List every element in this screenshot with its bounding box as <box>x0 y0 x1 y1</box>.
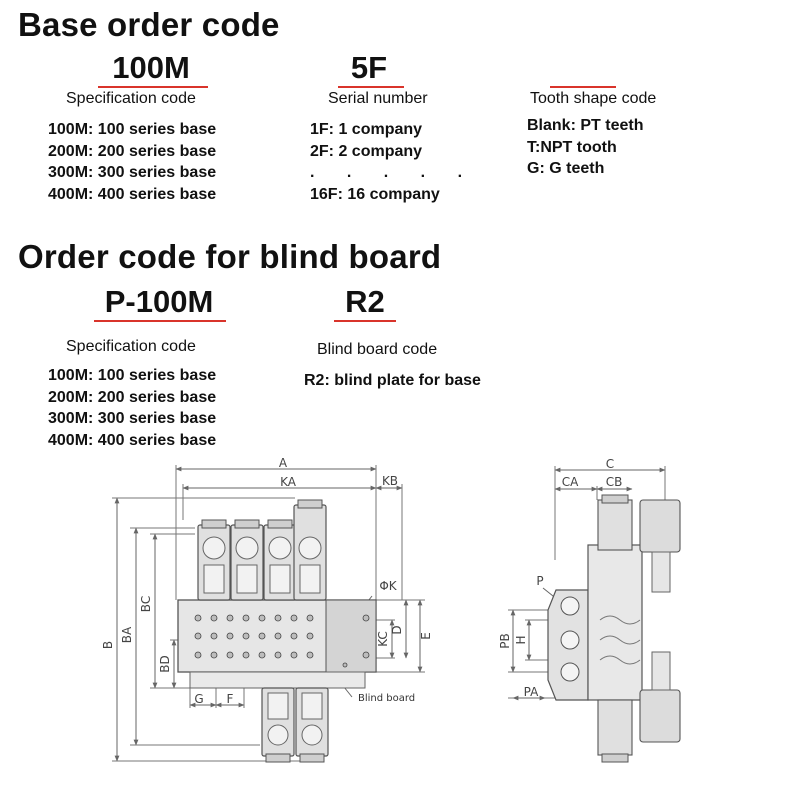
dim-label-a: A <box>279 456 288 470</box>
dim-label-kb: KB <box>382 474 398 488</box>
tooth-shape-underline <box>550 86 616 88</box>
dim-label-ca: CA <box>562 475 579 489</box>
list-item: 400M: 400 series base <box>48 431 217 449</box>
dim-label-c: C <box>606 457 614 471</box>
dim-label-h: H <box>514 635 528 644</box>
list-item: 200M: 200 series base <box>48 388 217 406</box>
tooth-shape-list: Blank: PT teeth T:NPT tooth G: G teeth <box>527 115 643 180</box>
spec-code-list: 100M: 100 series base 200M: 200 series b… <box>48 119 216 205</box>
list-item: 100M: 100 series base <box>48 121 217 138</box>
list-item: 200M: 200 series base <box>48 142 217 160</box>
serial-number-value: 5F <box>350 50 388 85</box>
list-item: . . . . . <box>310 164 477 181</box>
list-item: 300M: 300 series base <box>48 164 217 181</box>
dim-label-phi-k: ΦK <box>379 579 397 593</box>
dim-label-pa: PA <box>524 685 539 699</box>
list-item: 400M: 400 series base <box>48 185 217 203</box>
list-item: 100M: 100 series base <box>48 367 217 384</box>
list-item: R2: blind plate for base <box>304 372 481 389</box>
dim-label-f: F <box>227 692 234 706</box>
dim-label-ka: KA <box>280 475 297 489</box>
blind-board-code-underline <box>334 320 396 322</box>
list-item: 300M: 300 series base <box>48 410 217 427</box>
blind-spec-code-list: 100M: 100 series base 200M: 200 series b… <box>48 365 216 451</box>
dim-label-e: E <box>419 632 433 640</box>
tooth-shape-label: Tooth shape code <box>530 90 657 107</box>
dim-label-bd: BD <box>158 655 172 672</box>
dim-label-pb: PB <box>498 633 512 648</box>
serial-number-label: Serial number <box>328 90 428 107</box>
blind-spec-code-value: P-100M <box>104 284 214 319</box>
spec-code-underline <box>98 86 208 88</box>
blind-board-callout: Blind board <box>358 693 415 704</box>
base-order-title: Base order code <box>18 6 280 43</box>
front-view-drawing: A KA KB B BA BC BD G F ΦK KC D E Blind b… <box>101 456 681 763</box>
side-view-drawing: C CA CB P PB H PA <box>498 457 681 763</box>
list-item: 2F: 2 company <box>310 142 423 160</box>
dim-label-d: D <box>390 625 404 634</box>
list-item: 1F: 1 company <box>310 121 423 138</box>
list-item: T:NPT tooth <box>527 138 617 156</box>
spec-code-label: Specification code <box>66 90 196 107</box>
dim-label-bc: BC <box>139 596 153 612</box>
blind-board-code-value: R2 <box>345 284 385 319</box>
list-item: Blank: PT teeth <box>527 117 644 134</box>
list-item: G: G teeth <box>527 160 605 177</box>
blind-spec-code-underline <box>94 320 226 322</box>
blind-order-title: Order code for blind board <box>18 238 442 275</box>
dim-label-ba: BA <box>120 626 134 643</box>
dim-label-kc: KC <box>376 631 390 647</box>
serial-number-underline <box>338 86 404 88</box>
dim-label-b: B <box>101 641 115 649</box>
dim-label-g: G <box>194 692 203 706</box>
blind-spec-code-label: Specification code <box>66 338 196 355</box>
serial-number-list: 1F: 1 company 2F: 2 company . . . . . 16… <box>310 119 476 205</box>
spec-code-value: 100M <box>112 50 190 85</box>
blind-board-code-label: Blind board code <box>317 341 438 358</box>
list-item: 16F: 16 company <box>310 185 440 203</box>
dim-label-cb: CB <box>606 475 623 489</box>
blind-board-code-list: R2: blind plate for base <box>304 370 481 392</box>
dim-label-p: P <box>536 574 543 588</box>
